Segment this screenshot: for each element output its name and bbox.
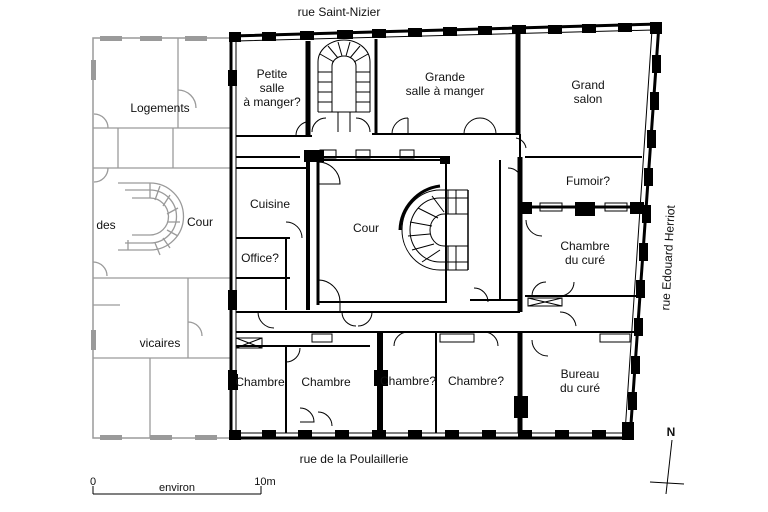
label-petite-3: à manger? (243, 95, 301, 109)
label-salon-2: salon (574, 92, 603, 106)
label-salon-1: Grand (571, 78, 604, 92)
scale-label: environ (159, 482, 195, 494)
west-wing (92, 37, 232, 439)
label-office: Office? (241, 251, 279, 265)
label-chambre-3: Chambre? (380, 374, 436, 388)
north-staircase (311, 39, 371, 133)
label-bureau-2: du curé (560, 381, 600, 395)
window-openings (235, 149, 631, 349)
interior-walls (236, 32, 645, 433)
label-cuisine: Cuisine (250, 197, 290, 211)
label-cour-west: Cour (187, 215, 213, 229)
label-bureau-1: Bureau (561, 367, 600, 381)
label-grande-2: salle à manger (406, 84, 485, 98)
exterior-piers (228, 22, 662, 440)
label-petite-1: Petite (257, 67, 288, 81)
label-chambre-cure-2: du curé (565, 253, 605, 267)
label-chambre-4: Chambre? (448, 374, 504, 388)
north-arrow: N (649, 425, 685, 495)
scale-start: 0 (90, 476, 96, 488)
label-cour-center: Cour (353, 221, 379, 235)
label-chambre-cure-1: Chambre (560, 239, 610, 253)
interior-blocks (228, 150, 644, 418)
label-chambre-2: Chambre (301, 375, 351, 389)
label-fumoir: Fumoir? (566, 174, 610, 188)
west-windows (91, 36, 217, 440)
label-logements: Logements (130, 101, 189, 115)
street-north: rue Saint-Nizier (298, 5, 381, 19)
scale-bar: 0 environ 10m (90, 476, 276, 495)
label-des: des (96, 218, 115, 232)
street-east: rue Edouard Herriot (658, 204, 678, 311)
label-vicaires: vicaires (140, 336, 181, 350)
scale-end: 10m (254, 476, 275, 488)
door-swings (257, 117, 577, 427)
label-chambre-1: Chambre (235, 375, 285, 389)
room-labels: Logements des Cour vicaires Petite salle… (96, 67, 610, 395)
label-grande-1: Grande (425, 70, 465, 84)
street-south: rue de la Poulaillerie (300, 452, 409, 466)
label-petite-2: salle (260, 81, 285, 95)
north-arrow-label: N (667, 425, 676, 439)
central-staircase (398, 184, 469, 271)
